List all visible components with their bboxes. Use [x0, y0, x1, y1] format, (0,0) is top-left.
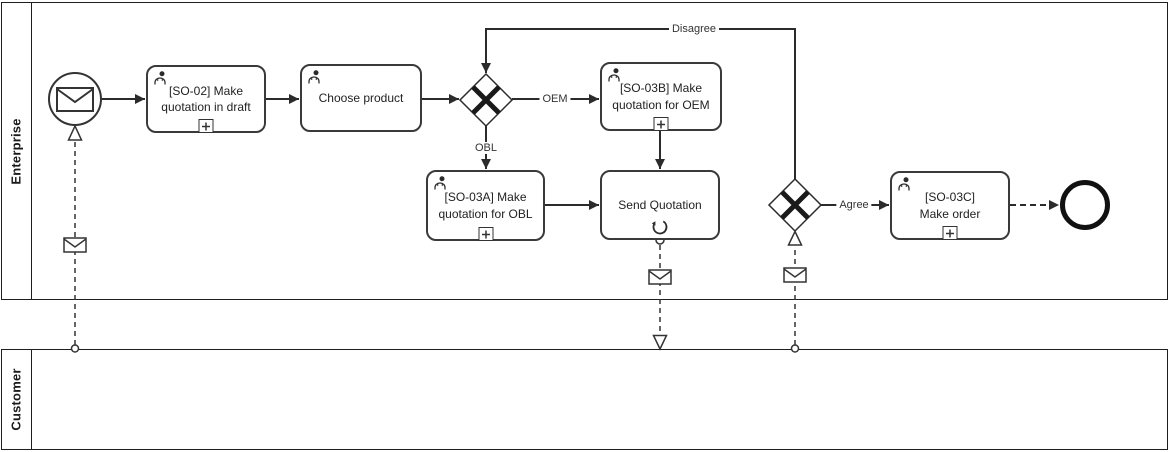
- pool-enterprise-header[interactable]: Enterprise: [2, 3, 32, 299]
- task-label: Choose product: [318, 90, 404, 105]
- user-icon: [896, 176, 912, 192]
- task-send-quotation[interactable]: Send Quotation: [600, 170, 720, 240]
- user-icon: [606, 67, 622, 83]
- gateway-product-type[interactable]: [456, 70, 516, 130]
- user-icon: [432, 175, 448, 191]
- end-event[interactable]: [1060, 180, 1110, 230]
- message-arrowhead-start: [67, 124, 83, 141]
- gateway-customer-decision[interactable]: [765, 175, 825, 235]
- subprocess-plus-icon[interactable]: [942, 226, 958, 240]
- flow-disagree: [481, 28, 796, 180]
- pool-enterprise[interactable]: Enterprise: [1, 2, 1168, 300]
- message-source-dot: [70, 344, 80, 353]
- user-icon: [306, 69, 322, 85]
- envelope-icon: [63, 237, 87, 253]
- message-start-event[interactable]: [48, 72, 102, 126]
- subprocess-plus-icon[interactable]: [653, 117, 669, 131]
- envelope-icon: [648, 269, 672, 285]
- xor-x-icon: [471, 85, 501, 115]
- message-arrowhead-gateway2: [787, 229, 803, 246]
- message-envelopes: [63, 237, 807, 285]
- message-source-dot: [790, 344, 800, 353]
- flow-label-disagree: Disagree: [668, 22, 720, 36]
- message-icon: [56, 86, 94, 112]
- message-arrowhead-customer: [652, 334, 668, 351]
- pool-customer-header[interactable]: Customer: [2, 350, 32, 449]
- task-so02[interactable]: [SO-02] Make quotation in draft: [146, 65, 266, 133]
- task-so03c[interactable]: [SO-03C] Make order: [890, 171, 1010, 240]
- subprocess-plus-icon[interactable]: [478, 227, 493, 241]
- flow-label-obl: OBL: [471, 141, 501, 155]
- user-icon: [152, 70, 168, 86]
- subprocess-plus-icon[interactable]: [198, 119, 214, 133]
- task-so03a[interactable]: [SO-03A] Make quotation for OBL: [426, 170, 545, 241]
- task-label: [SO-03B] Make quotation for OEM: [612, 81, 710, 112]
- task-so03b[interactable]: [SO-03B] Make quotation for OEM: [600, 62, 722, 131]
- envelope-flap: [648, 270, 672, 280]
- envelope-flap: [63, 238, 87, 248]
- task-choose-product[interactable]: Choose product: [300, 64, 422, 132]
- flow-label-oem: OEM: [539, 92, 571, 106]
- flow-label-agree: Agree: [836, 198, 872, 212]
- envelope-icon: [783, 267, 807, 283]
- envelope-flap: [783, 268, 807, 278]
- task-label: [SO-02] Make quotation in draft: [161, 83, 251, 114]
- task-label: Send Quotation: [618, 197, 702, 212]
- loop-marker-icon: [651, 219, 669, 235]
- task-label: [SO-03C] Make order: [919, 190, 981, 221]
- task-label: [SO-03A] Make quotation for OBL: [438, 190, 533, 221]
- xor-x-icon: [780, 190, 810, 220]
- pool-customer[interactable]: Customer: [1, 349, 1168, 450]
